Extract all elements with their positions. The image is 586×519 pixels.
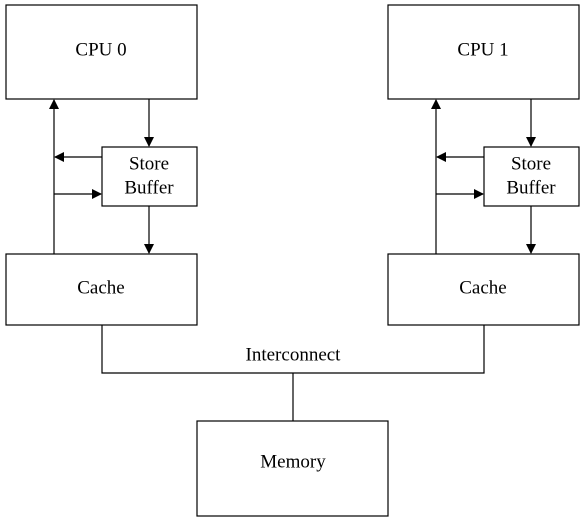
- cpu-1-store-buffer-box: [483, 146, 580, 207]
- interconnect-label: Interconnect: [246, 344, 342, 365]
- cpu-1-label: CPU 1: [457, 39, 508, 60]
- cpu-1-store-buffer-label-line2: Buffer: [506, 177, 556, 198]
- cpu-1-cache-box: [387, 253, 580, 326]
- cpu-0-store-buffer-box: [101, 146, 198, 207]
- memory-group: Memory: [196, 420, 389, 517]
- cpu-0-store-buffer-label-line2: Buffer: [124, 177, 174, 198]
- cpu-1-store-buffer-label-line1: Store: [511, 153, 551, 174]
- cpu-1-group: CPU 1 Store Buffer Cache: [387, 4, 580, 326]
- cpu-0-cache-label: Cache: [77, 277, 124, 298]
- memory-label: Memory: [260, 451, 326, 472]
- cpu-0-store-buffer-label-line1: Store: [129, 153, 169, 174]
- cpu-1-cache-label: Cache: [459, 277, 506, 298]
- memory-box: [196, 420, 389, 517]
- interconnect-group: Interconnect: [101, 325, 485, 421]
- cpu-0-cache-box: [5, 253, 198, 326]
- cpu-0-group: CPU 0 Store Buffer Cache: [5, 4, 198, 326]
- cpu-0-box: [5, 4, 198, 100]
- cpu-1-box: [387, 4, 580, 100]
- cpu-0-label: CPU 0: [75, 39, 126, 60]
